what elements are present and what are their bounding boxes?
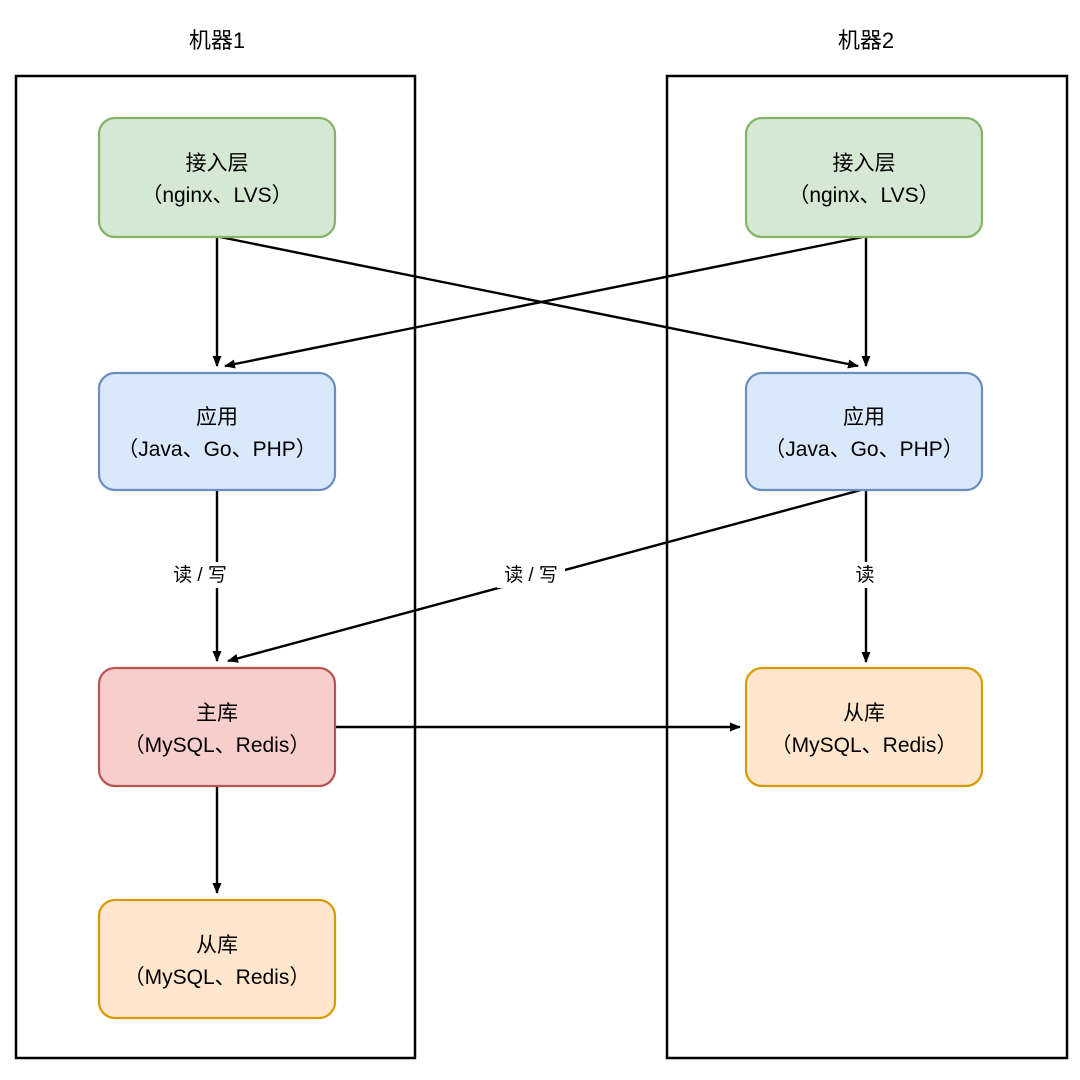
node-access-layer-2[interactable]: 接入层 （nginx、LVS）: [744, 116, 984, 239]
edge-access2-to-app1: [224, 235, 864, 369]
access-layer-2-line2: （nginx、LVS）: [788, 184, 939, 207]
master-db-1-line2: （MySQL、Redis）: [124, 734, 311, 757]
application-2-line1: 应用: [843, 406, 885, 429]
access-layer-1-shape: [97, 116, 337, 239]
access-layer-2-shape: [744, 116, 984, 239]
access-layer-1-line2: （nginx、LVS）: [141, 184, 292, 207]
access-layer-2-line1: 接入层: [833, 152, 896, 175]
application-2-line2: （Java、Go、PHP）: [764, 438, 964, 461]
node-application-2[interactable]: 应用 （Java、Go、PHP）: [744, 371, 984, 492]
application-1-shape: [97, 371, 337, 492]
edge-label-bg-cross: [497, 562, 565, 588]
machine-1-title: 机器1: [189, 28, 245, 53]
master-db-1-line1: 主库: [196, 702, 238, 725]
access-layer-1-line1: 接入层: [186, 152, 249, 175]
application-1-line1: 应用: [196, 406, 238, 429]
application-2-shape: [744, 371, 984, 492]
node-access-layer-1[interactable]: 接入层 （nginx、LVS）: [97, 116, 337, 239]
node-slave-db-1[interactable]: 从库 （MySQL、Redis）: [97, 898, 337, 1020]
machine-2-title: 机器2: [838, 28, 894, 53]
edge-label-bg-right: [846, 562, 884, 588]
edge-label-read-write-left: 读 / 写: [173, 564, 227, 586]
node-application-1[interactable]: 应用 （Java、Go、PHP）: [97, 371, 337, 492]
edge-label-bg-left: [166, 562, 234, 588]
slave-db-2-shape: [744, 666, 984, 788]
slave-db-2-line2: （MySQL、Redis）: [771, 734, 958, 757]
slave-db-1-shape: [97, 898, 337, 1020]
node-master-db-1[interactable]: 主库 （MySQL、Redis）: [97, 666, 337, 788]
edge-label-read-right: 读: [855, 564, 874, 586]
edge-label-read-write-cross: 读 / 写: [504, 564, 558, 586]
slave-db-1-line2: （MySQL、Redis）: [124, 966, 311, 989]
node-slave-db-2[interactable]: 从库 （MySQL、Redis）: [744, 666, 984, 788]
slave-db-1-line1: 从库: [196, 934, 238, 957]
master-db-1-shape: [97, 666, 337, 788]
slave-db-2-line1: 从库: [843, 702, 885, 725]
application-1-line2: （Java、Go、PHP）: [117, 438, 317, 461]
